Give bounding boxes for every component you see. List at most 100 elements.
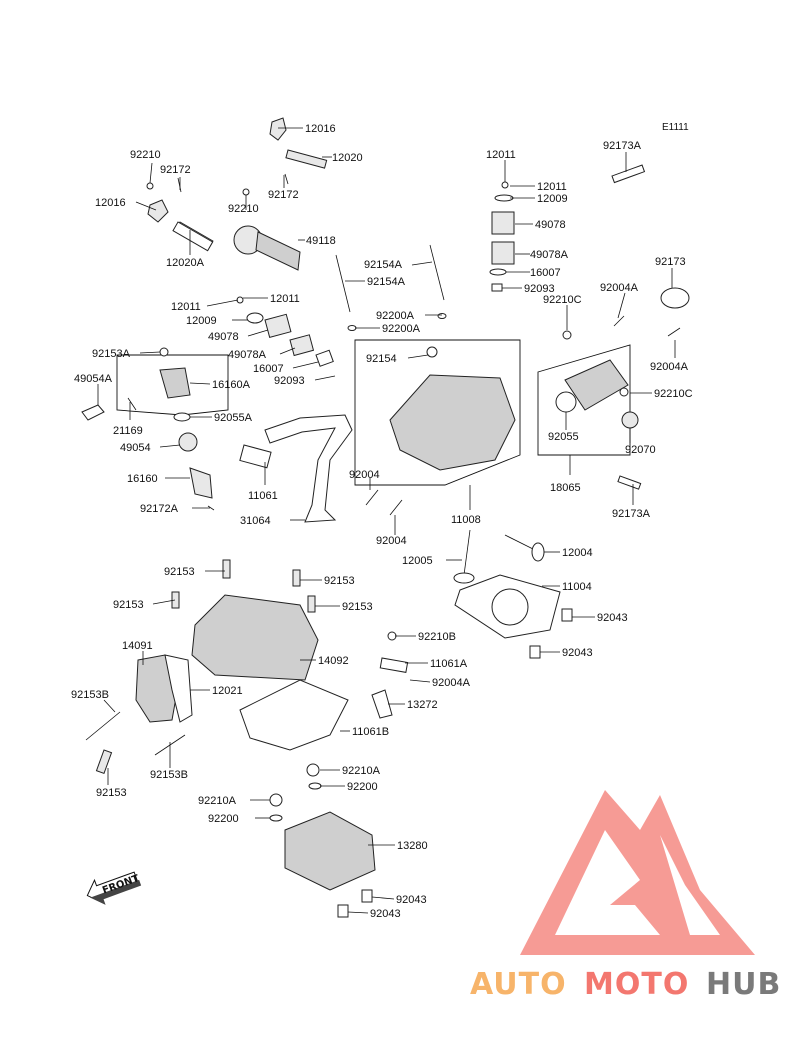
label-16160: 16160	[127, 473, 158, 485]
label-11061: 11061	[248, 490, 278, 502]
nut-92210-top	[242, 188, 250, 196]
camshaft-holder-13280	[284, 811, 376, 891]
label-12020a: 12020A	[166, 257, 205, 269]
label-16007-left: 16007	[253, 363, 284, 375]
label-49078-right: 49078	[535, 219, 566, 231]
label-92200-left: 92200	[208, 813, 239, 825]
label-49078-left: 49078	[208, 331, 239, 343]
bracket-16160a	[159, 367, 191, 399]
label-92200a-a: 92200A	[376, 310, 415, 322]
intake-manifold-box	[537, 344, 631, 456]
label-12009-right: 12009	[537, 193, 568, 205]
seal-16007-left	[315, 349, 334, 367]
label-92004-b: 92004	[376, 535, 407, 547]
label-14091: 14091	[122, 640, 153, 652]
logo-triangle-inner	[555, 830, 660, 935]
nut-92210c-side	[619, 387, 629, 397]
label-92210c-top: 92210C	[543, 294, 582, 306]
watermark-text-auto: AUTO	[470, 967, 567, 1002]
label-31064: 31064	[240, 515, 271, 527]
label-49118: 49118	[306, 235, 336, 247]
washer-92200a-a	[437, 313, 447, 319]
label-92210b: 92210B	[418, 631, 456, 643]
clamp-92173a-top	[611, 164, 646, 184]
label-12004: 12004	[562, 547, 593, 559]
cap-49054	[178, 432, 198, 452]
pin-92172-left	[177, 177, 182, 193]
gasket-12021	[164, 654, 193, 723]
label-12016-left: 12016	[95, 197, 126, 209]
label-11004: 11004	[562, 581, 592, 593]
label-92153-c: 92153	[113, 599, 144, 611]
label-16160a: 16160A	[212, 379, 251, 391]
logo-triangle-inner-2	[660, 835, 720, 935]
cap-92093	[491, 283, 503, 292]
label-92153-d: 92153	[342, 601, 373, 613]
bolt-92153-b	[292, 569, 301, 587]
nut-92210c-top	[562, 330, 572, 340]
label-12011-right: 12011	[537, 181, 567, 193]
label-12005: 12005	[402, 555, 433, 567]
label-92153a: 92153A	[92, 348, 131, 360]
stud-92154a-right	[429, 244, 445, 301]
valve-spring-49078-left	[264, 313, 292, 338]
label-92153-b: 92153	[324, 575, 355, 587]
label-49078a-right: 49078A	[530, 249, 569, 261]
retainer-12009-left	[246, 312, 264, 324]
label-11061b: 11061B	[352, 726, 389, 738]
o-ring-92055	[555, 391, 577, 413]
label-92210a-left: 92210A	[198, 795, 237, 807]
label-92172-left: 92172	[160, 164, 191, 176]
label-12011-top: 12011	[486, 149, 516, 161]
label-92154a-b: 92154A	[367, 276, 406, 288]
label-92200a-b: 92200A	[382, 323, 421, 335]
gasket-11061	[239, 444, 272, 469]
bolt-92153b-left	[85, 711, 121, 741]
rocker-arm-top	[269, 117, 287, 141]
cover-gasket-11061b	[239, 679, 349, 751]
label-92004a-bottom: 92004A	[432, 677, 471, 689]
washer-92210b	[387, 631, 397, 641]
dowel-92043-b	[529, 645, 541, 659]
label-13272: 13272	[407, 699, 438, 711]
label-12021: 12021	[212, 685, 243, 697]
label-13280: 13280	[397, 840, 428, 852]
label-92043-d: 92043	[370, 908, 401, 920]
label-92093-right: 92093	[524, 283, 555, 295]
label-92055: 92055	[548, 431, 579, 443]
label-12020: 12020	[332, 152, 363, 164]
seal-16007	[489, 268, 507, 276]
washer-92200-top	[308, 782, 322, 790]
label-12016-top: 12016	[305, 123, 336, 135]
valve-12004	[504, 534, 536, 551]
label-92004a-top: 92004A	[600, 282, 639, 294]
label-92210a-top: 92210A	[342, 765, 381, 777]
label-92004-a: 92004	[349, 469, 380, 481]
label-21169: 21169	[113, 425, 143, 437]
stud-92154a-left	[335, 254, 351, 313]
bracket-16160	[189, 467, 213, 499]
pin-92004a-top	[613, 315, 625, 327]
throttle-bracket-box	[116, 354, 229, 416]
bolt-92153-a	[222, 559, 231, 579]
head-gasket-bore	[491, 588, 529, 626]
bracket-13272	[371, 689, 393, 719]
watermark-text-hub: HUB	[706, 967, 781, 1002]
hose-clamp-92173	[660, 287, 690, 309]
label-92153-bottom: 92153	[96, 787, 127, 799]
washer-92200-left	[269, 814, 283, 822]
label-92210c-side: 92210C	[654, 388, 693, 400]
rocker-arm-left	[147, 199, 169, 223]
watermark-text-moto: MOTO	[584, 967, 689, 1002]
pipe-12020a	[172, 221, 214, 252]
label-92200-top: 92200	[347, 781, 378, 793]
label-16007-right: 16007	[530, 267, 561, 279]
label-92173a-bottom: 92173A	[612, 508, 651, 520]
nut-12011-top	[501, 181, 509, 189]
valve-spring-49078a	[491, 241, 515, 265]
label-92210-left: 92210	[130, 149, 161, 161]
washer-92200a-b	[347, 325, 357, 331]
nut-92210a-left	[269, 793, 283, 807]
plug-92070	[621, 411, 639, 429]
